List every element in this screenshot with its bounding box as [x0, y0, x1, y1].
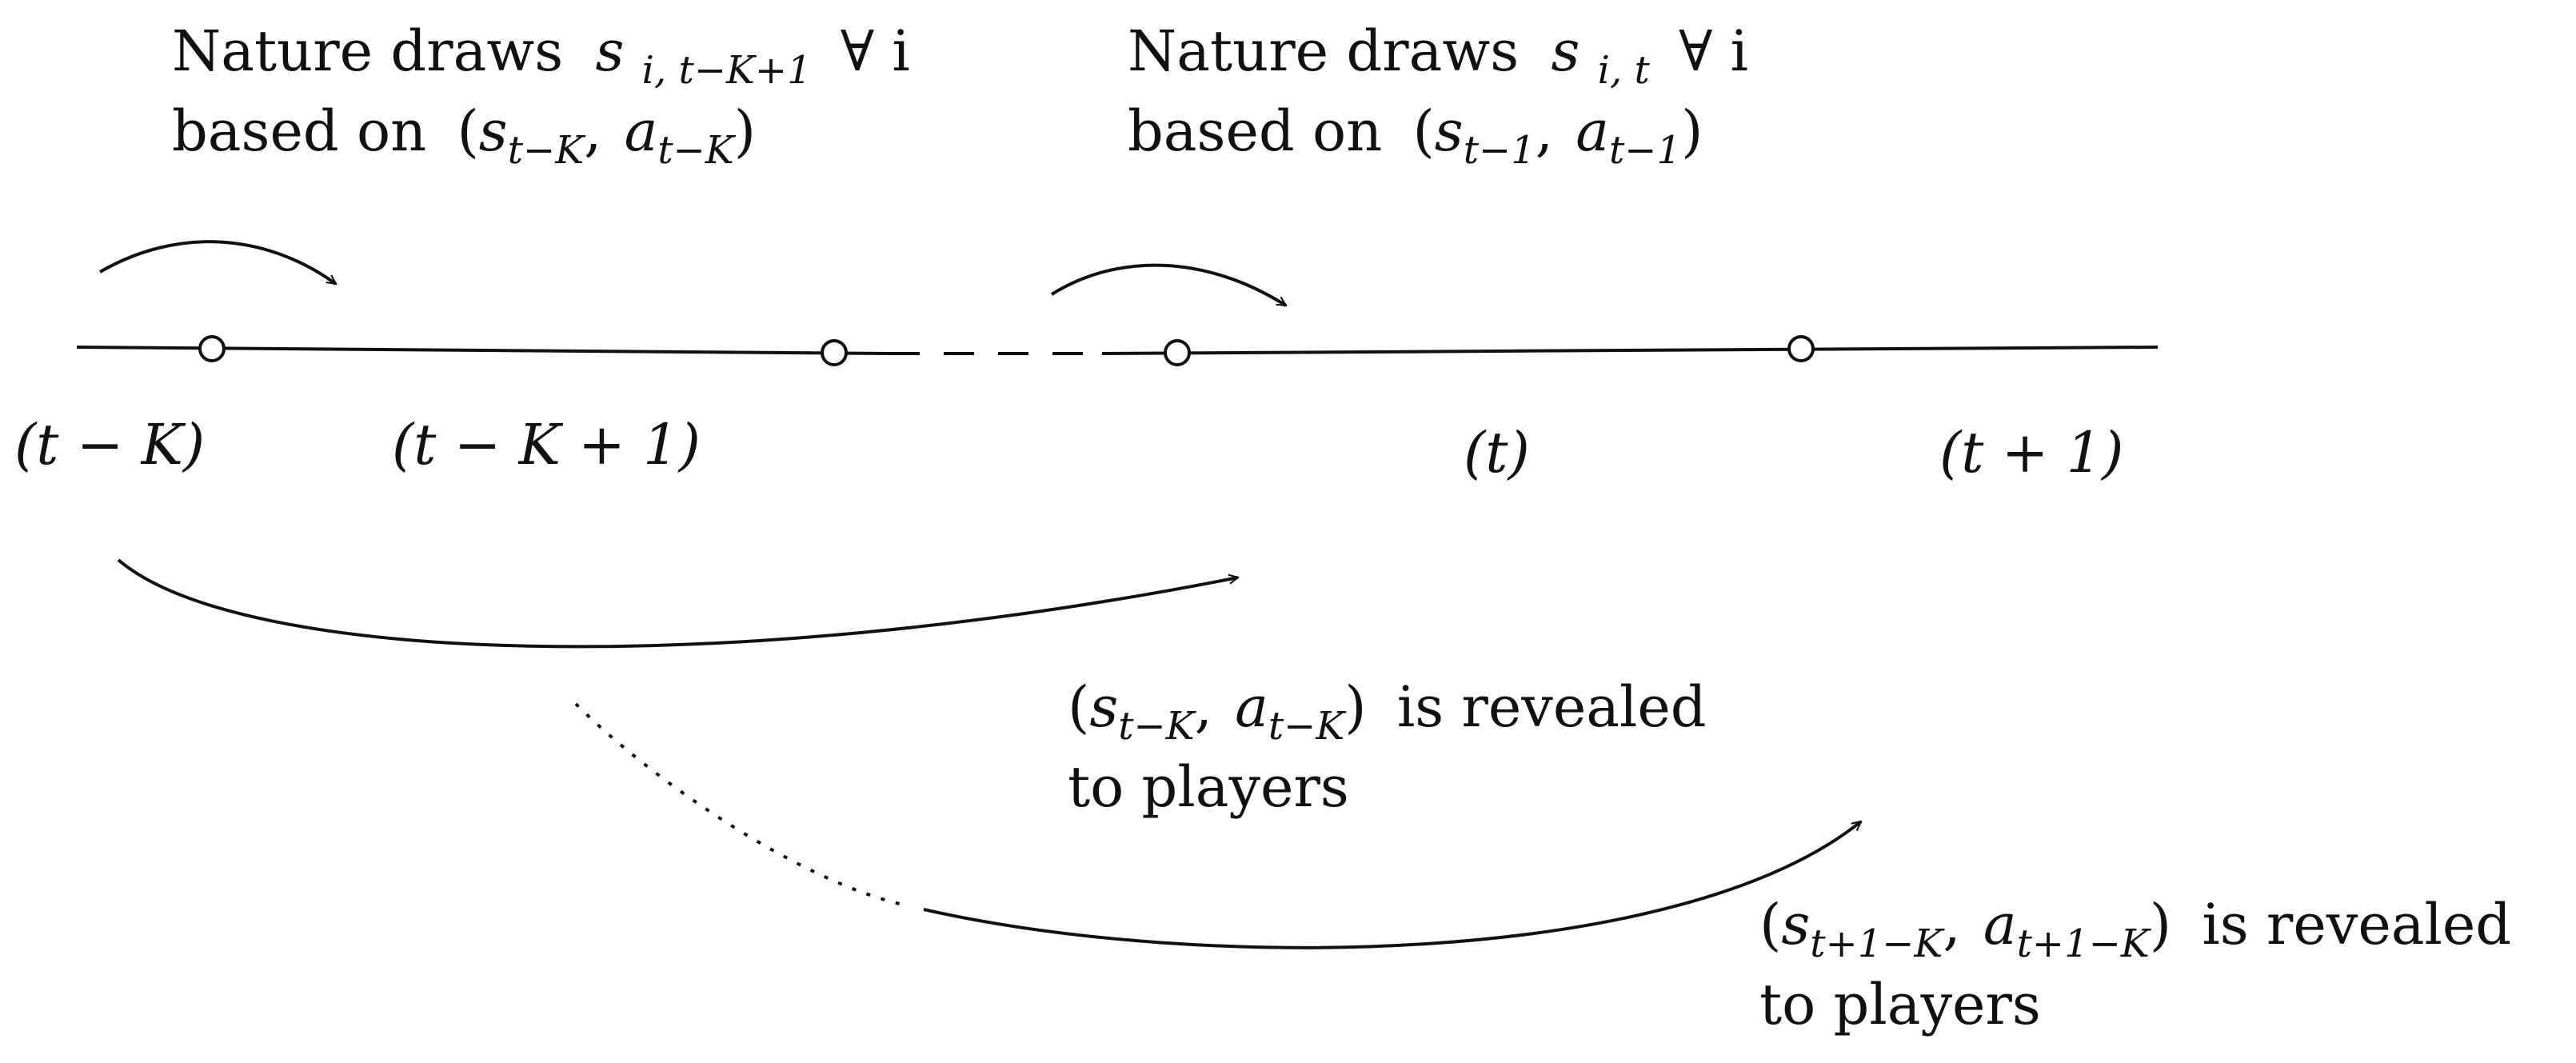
reveal-annotation-1: (st−K, at−K) is revealed to players: [1068, 674, 1707, 820]
nature-draws-annotation-left: Nature draws s i, t−K+1 ∀ i based on (st…: [172, 18, 910, 173]
timeline-node: [821, 339, 848, 366]
svg-text:(st+1−K, at+1−K) i: (st+1−K, at+1−K) is revealed: [1759, 892, 2511, 966]
state-variable: s: [595, 18, 624, 84]
a-subscript: t+1−K: [2017, 921, 2152, 966]
timeline-node: [1164, 339, 1191, 366]
timeline: [76, 335, 2159, 366]
revealed-text: is revealed: [1397, 674, 1707, 740]
a-var: a: [1235, 674, 1268, 740]
s-subscript: t−1: [1464, 128, 1536, 173]
svg-text:(st−K, at−K) is re: (st−K, at−K) is revealed: [1068, 674, 1707, 749]
a-subscript: t−1: [1609, 128, 1681, 173]
based-on-text: based on: [1128, 98, 1382, 164]
s-var: s: [1781, 892, 1810, 957]
svg-text:Nature draws s i,: Nature draws s i, t−K+1 ∀ i: [172, 18, 910, 97]
s-var: s: [1089, 674, 1118, 740]
timeline-segment-right: [1101, 346, 2159, 355]
a-subscript: t−K: [657, 128, 737, 173]
s-subscript: t−K: [508, 128, 587, 173]
period-label: (t + 1): [1939, 420, 2123, 486]
reveal-arrow-2-dotted: [574, 702, 901, 905]
svg-text:based on (st−K, at: based on (st−K, at−K): [172, 98, 756, 173]
svg-text:based on (st−1, at: based on (st−1, at−1): [1128, 98, 1703, 173]
a-var: a: [1983, 892, 2017, 957]
reveal-arrow-2: [923, 820, 1861, 949]
s-var: s: [1435, 98, 1464, 164]
nature-draws-text: Nature draws: [172, 18, 563, 84]
a-var: a: [625, 98, 658, 164]
state-subscript: i, t−K+1: [642, 48, 812, 93]
nature-draws-text: Nature draws: [1128, 18, 1519, 84]
nature-draws-annotation-right: Nature draws s i, t ∀ i based on (st−1, …: [1128, 18, 1748, 173]
svg-text:Nature draws s i,: Nature draws s i, t ∀ i: [1128, 18, 1748, 97]
a-var: a: [1576, 98, 1609, 164]
s-subscript: t−K: [1118, 704, 1197, 749]
period-label: (t − K + 1): [392, 412, 701, 478]
draw-arrow-left: [98, 240, 336, 286]
reveal-arrow-1: [117, 558, 1238, 649]
state-variable: s: [1551, 18, 1580, 84]
timeline-node: [1787, 335, 1815, 362]
forall-text: ∀ i: [841, 18, 910, 84]
revealed-text: is revealed: [2202, 892, 2511, 957]
to-players-text: to players: [1759, 972, 2041, 1037]
forall-text: ∀ i: [1679, 18, 1748, 84]
state-subscript: i, t: [1598, 48, 1651, 93]
to-players-text: to players: [1068, 754, 1349, 820]
period-labels: (t − K) (t − K + 1) (t) (t + 1): [14, 412, 2123, 486]
draw-arrow-right: [1050, 263, 1286, 307]
period-label: (t): [1464, 420, 1530, 486]
reveal-annotation-2: (st+1−K, at+1−K) is revealed to players: [1759, 892, 2511, 1037]
s-var: s: [479, 98, 508, 164]
period-label: (t − K): [14, 412, 205, 478]
timeline-node: [198, 335, 226, 362]
s-subscript: t+1−K: [1810, 921, 1945, 966]
based-on-text: based on: [172, 98, 426, 164]
a-subscript: t−K: [1268, 704, 1348, 749]
